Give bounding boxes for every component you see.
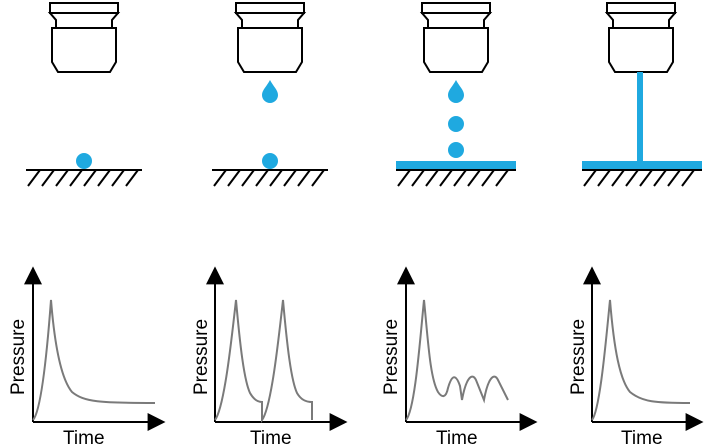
deposited-dot: [262, 153, 278, 169]
substrate-1: [26, 169, 142, 187]
continuous-jet: [637, 72, 643, 163]
pressure-curve-4: [591, 299, 691, 421]
pressure-curve-3: [405, 299, 509, 421]
pressure-graph-4: Pressure Time: [568, 266, 704, 448]
x-axis-label: Time: [436, 428, 478, 448]
panel-3: Pressure Time: [381, 2, 538, 448]
nozzle-2: [233, 2, 307, 73]
panel-4: Pressure Time: [568, 2, 704, 448]
deposited-dot: [76, 153, 92, 169]
substrate-4: [582, 169, 702, 187]
deposited-film: [396, 161, 516, 169]
pressure-graph-3: Pressure Time: [381, 266, 538, 448]
substrate-3: [396, 169, 516, 187]
falling-droplet: [448, 80, 464, 103]
y-axis-label: Pressure: [568, 319, 589, 395]
pressure-graph-2: Pressure Time: [191, 266, 348, 448]
panel-1: Pressure Time: [8, 2, 166, 448]
y-axis-label: Pressure: [381, 319, 402, 395]
falling-drop: [448, 116, 464, 132]
deposited-film: [582, 161, 702, 169]
x-axis-label: Time: [621, 428, 663, 448]
nozzle-1: [47, 2, 121, 73]
pressure-curve-1: [32, 299, 156, 421]
panel-2: Pressure Time: [191, 2, 348, 448]
pressure-curve-2: [214, 299, 313, 424]
y-axis-label: Pressure: [8, 319, 29, 395]
pressure-graph-1: Pressure Time: [8, 266, 166, 448]
x-axis-label: Time: [63, 428, 105, 448]
x-axis-label: Time: [250, 428, 292, 448]
y-axis-label: Pressure: [191, 319, 212, 395]
falling-drop: [448, 142, 464, 158]
substrate-2: [212, 169, 328, 187]
nozzle-4: [604, 2, 678, 73]
falling-droplet: [262, 80, 278, 103]
nozzle-3: [419, 2, 493, 73]
